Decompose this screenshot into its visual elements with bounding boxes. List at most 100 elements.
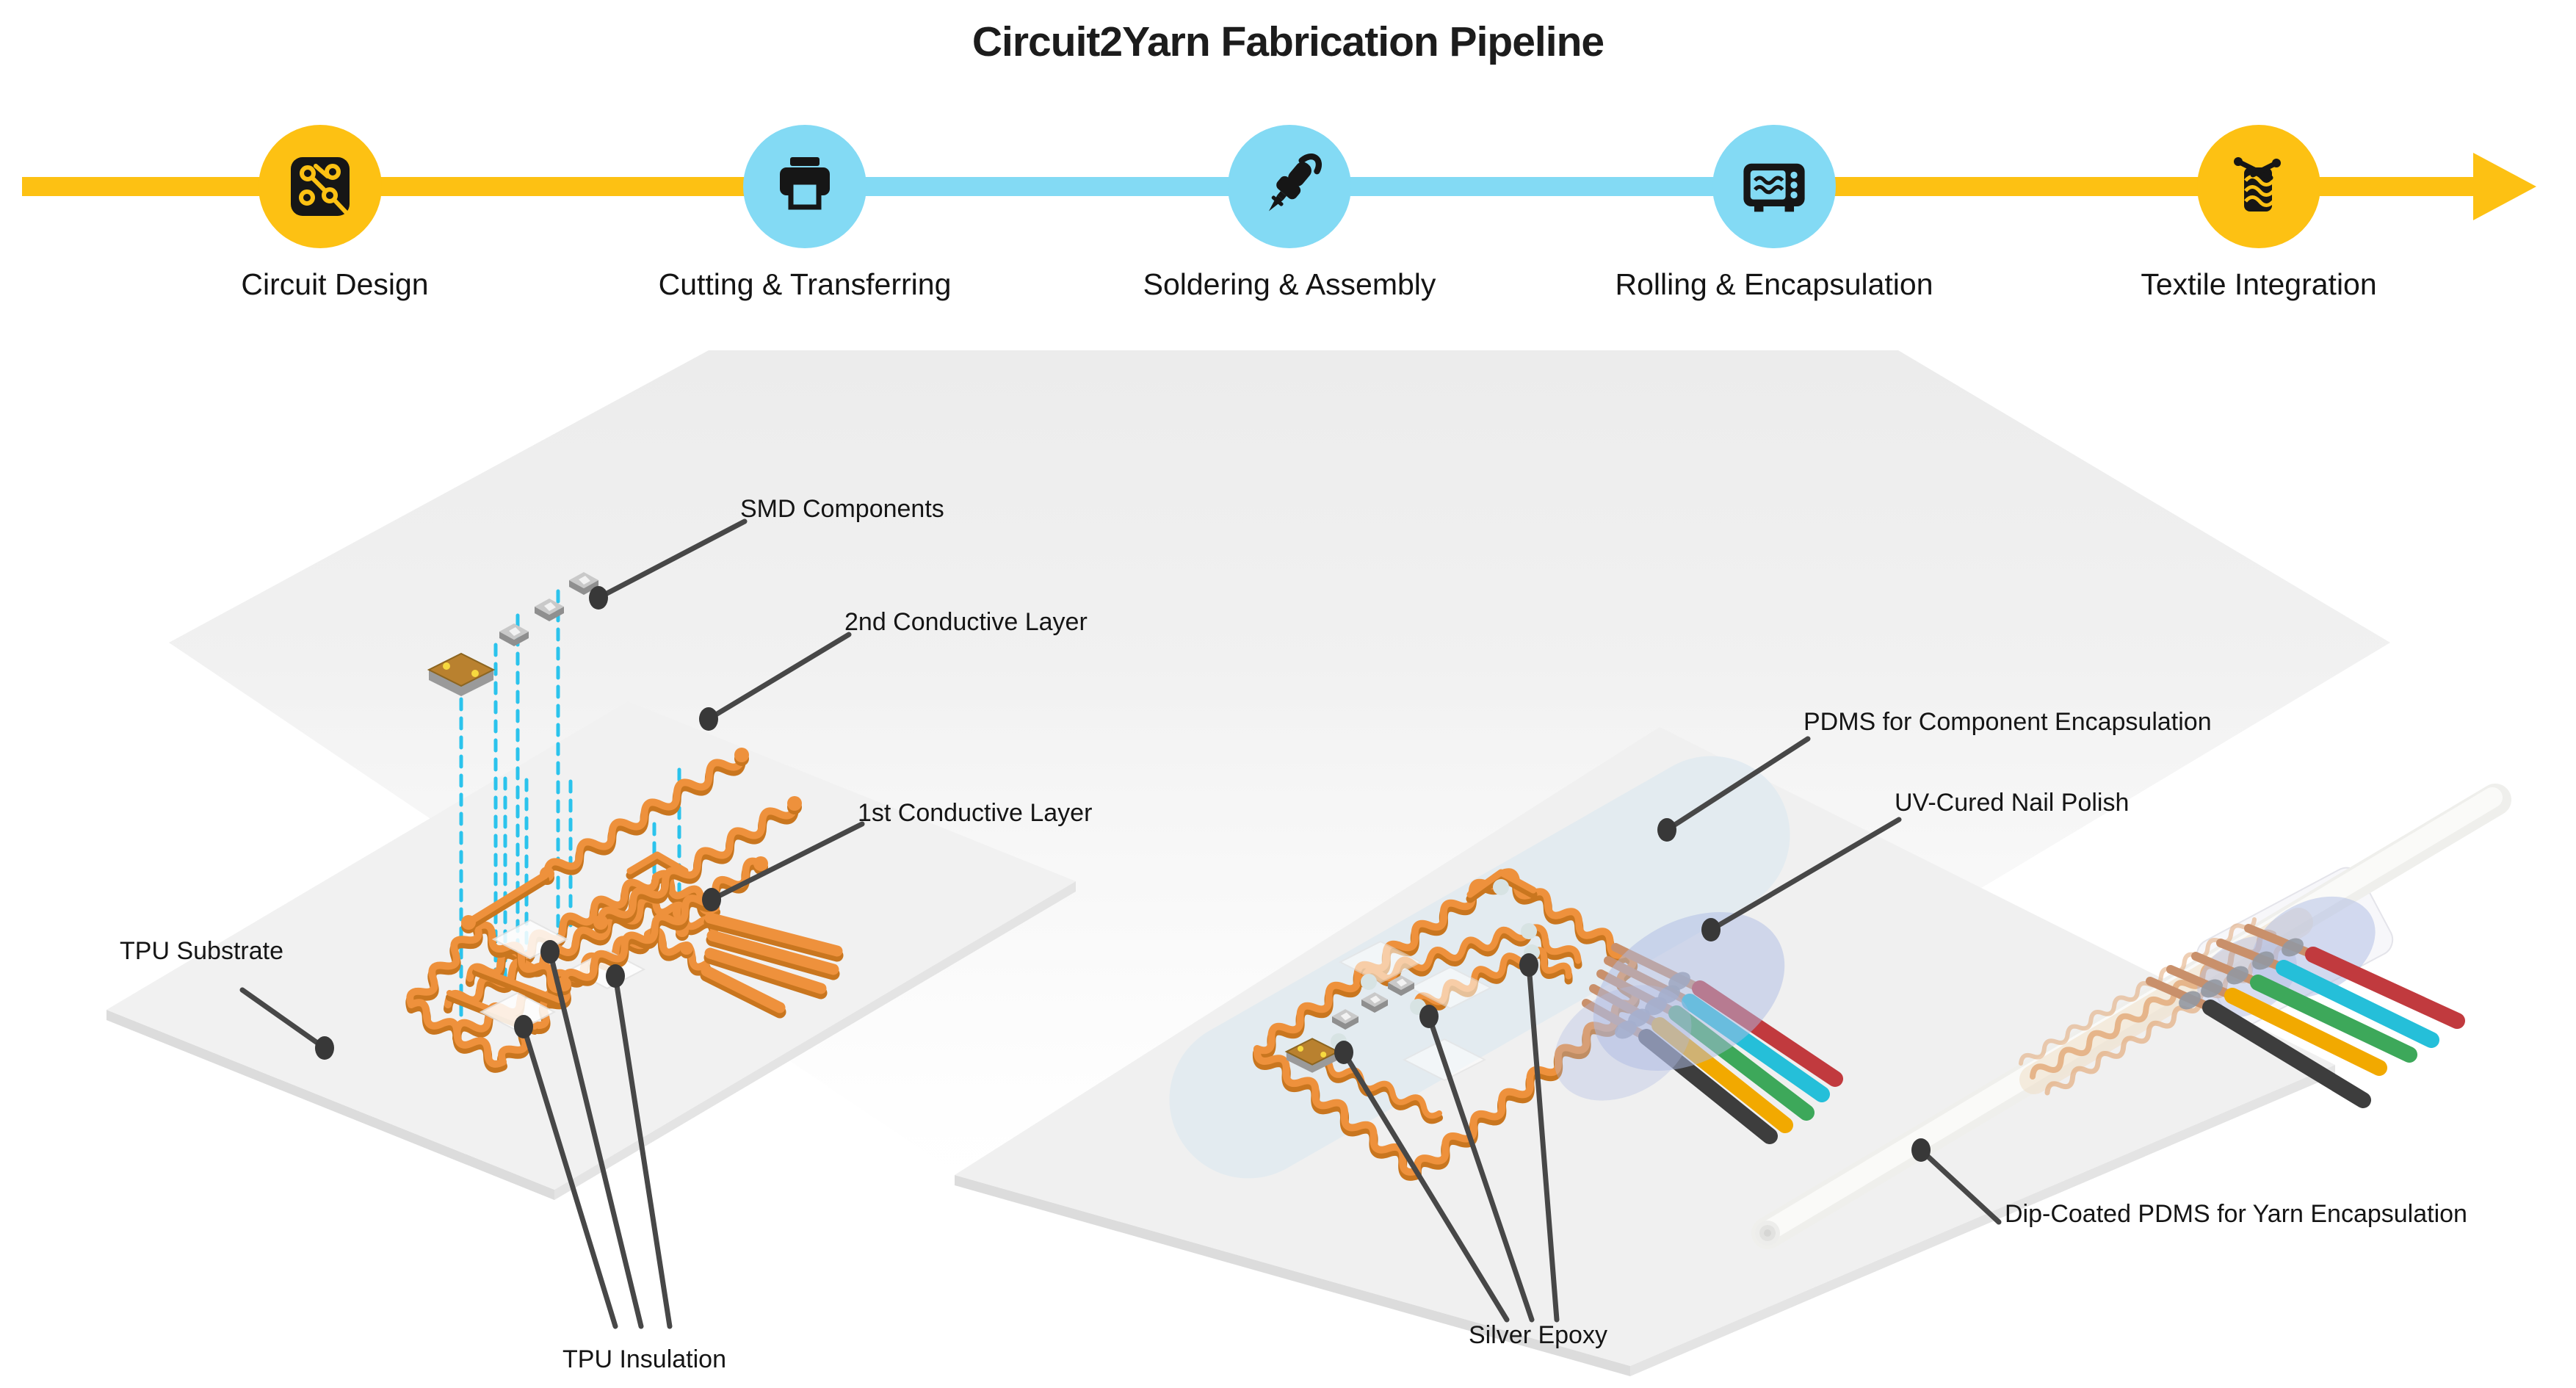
printer-icon	[780, 157, 830, 210]
yarn-tip-core	[1764, 1229, 1771, 1237]
solder-joint-dot	[1521, 923, 1537, 939]
yarn-wire-red-connector	[2282, 938, 2304, 957]
smd-chip-body	[429, 670, 493, 696]
middle-plane-edge	[955, 1175, 1630, 1376]
first-layer-apex	[626, 851, 689, 875]
middle-smd-chip-body	[1286, 1052, 1339, 1073]
label-uv-nail-polish: UV-Cured Nail Polish	[1895, 789, 2130, 817]
smd-resistor-band	[509, 627, 521, 636]
leader-silver-epoxy-dot	[1419, 1005, 1439, 1028]
tpu-insulation-pad	[479, 991, 557, 1033]
label-pdms: PDMS for Component Encapsulation	[1803, 708, 2212, 736]
step-circle-circuit-design	[258, 125, 382, 248]
trace-end-dot	[734, 748, 749, 762]
leader-2nd-layer-dot	[699, 707, 718, 731]
step-circle-cutting	[743, 125, 866, 248]
tpu-substrate-edge	[554, 881, 1076, 1200]
rolled-circuit-meander	[2044, 944, 2291, 1096]
label-tpu-insulation: TPU Insulation	[562, 1345, 726, 1373]
trace-end-dot	[593, 915, 608, 930]
nail-polish-blob	[1593, 911, 1785, 1071]
middle-plane-edge	[1630, 1065, 2335, 1376]
middle-smd-chip-pad	[1320, 1052, 1327, 1058]
leader-uv-dot	[1701, 918, 1721, 941]
leader-tpu-insulation-line	[612, 973, 673, 1329]
leader-smd-line	[596, 518, 748, 601]
label-1st-conductive: 1st Conductive Layer	[858, 799, 1093, 827]
knitting-icon	[2234, 157, 2281, 212]
leader-dip-line	[1918, 1147, 2002, 1225]
leader-1st-layer-line	[709, 821, 865, 903]
yarn-wire-black	[2202, 1000, 2371, 1108]
second-layer-link-shadow	[464, 875, 549, 931]
middle-smd-resistor-band	[1340, 1012, 1352, 1021]
cutting-mat-plane	[169, 350, 2390, 1348]
label-tpu-substrate: TPU Substrate	[120, 937, 283, 965]
yarn-wire-yellow	[2224, 988, 2387, 1076]
leader-tpu-insulation-dot	[514, 1015, 533, 1038]
step-circle-textile	[2197, 125, 2320, 248]
middle-insulation-pad	[1408, 966, 1493, 1010]
leader-uv-line	[1708, 817, 1902, 933]
middle-circuit-apex	[1466, 869, 1537, 898]
leader-2nd-layer-line	[706, 632, 852, 722]
label-dip-coated-pdms: Dip-Coated PDMS for Yarn Encapsulation	[2005, 1200, 2467, 1228]
bus-line	[704, 947, 827, 994]
middle-smd-resistor-band	[1396, 978, 1408, 987]
yarn-wire-green	[2250, 975, 2417, 1063]
label-2nd-conductive: 2nd Conductive Layer	[844, 608, 1088, 636]
solder-joint-dot	[1361, 974, 1377, 990]
yarn-wire-black-connector	[2179, 991, 2201, 1010]
label-smd-components: SMD Components	[740, 495, 944, 523]
trace-end-dot	[787, 796, 802, 811]
leader-tpu-insulation-dot	[606, 964, 625, 988]
yarn-wire-yellow-connector	[2201, 979, 2223, 998]
rolled-circuit-meander	[2030, 929, 2276, 1080]
middle-circuit-link	[1311, 1053, 1442, 1119]
soldering-iron-icon	[1268, 153, 1322, 212]
yarn-wire-cyan-connector	[2252, 951, 2274, 970]
middle-smd-chip-pad	[1298, 1046, 1303, 1052]
middle-smd-resistor-body	[1332, 1016, 1358, 1030]
page-title: Circuit2Yarn Fabrication Pipeline	[972, 18, 1604, 65]
yarn-wire-red	[2305, 947, 2465, 1029]
step-label-rolling: Rolling & Encapsulation	[1615, 267, 1933, 301]
leader-tpu-insulation-line	[547, 949, 644, 1329]
label-silver-epoxy: Silver Epoxy	[1469, 1321, 1607, 1349]
leader-tpu-insulation-dot	[540, 940, 560, 964]
leader-pdms-dot	[1657, 818, 1676, 842]
tpu-substrate-edge	[106, 1010, 554, 1200]
first-layer-loop	[406, 921, 571, 1068]
bus-line	[701, 965, 786, 1013]
oven-icon	[1743, 163, 1805, 212]
leader-silver-epoxy-dot	[1519, 953, 1538, 977]
leader-dip-dot	[1911, 1138, 1931, 1162]
solder-joint-dot	[1493, 879, 1509, 895]
smd-chip-pad	[443, 662, 450, 670]
step-label-cutting: Cutting & Transferring	[658, 267, 952, 301]
smd-resistor-band	[544, 602, 556, 611]
middle-smd-resistor-body	[1361, 1000, 1388, 1013]
step-circle-soldering	[1228, 125, 1351, 248]
middle-smd-resistor-band	[1370, 995, 1381, 1004]
first-layer-link	[473, 965, 562, 1003]
yarn-wire-red-stub	[2244, 924, 2318, 959]
circuit-board-icon	[291, 157, 350, 216]
yarn-wire-green-stub	[2191, 952, 2262, 987]
timeline-segment-1	[22, 177, 805, 196]
second-layer-meander	[597, 800, 798, 926]
leader-silver-epoxy-line	[1341, 1049, 1510, 1323]
yarn-wire-green-connector	[2226, 966, 2248, 985]
yarn-wire-cyan	[2276, 960, 2439, 1048]
timeline-arrow-icon	[2473, 153, 2536, 220]
step-label-soldering: Soldering & Assembly	[1143, 267, 1436, 301]
leader-silver-epoxy-dot	[1334, 1041, 1353, 1064]
second-layer-link	[465, 872, 549, 926]
smd-resistor-body	[569, 580, 598, 595]
smd-resistor-body	[499, 632, 529, 646]
second-layer-meander	[560, 857, 764, 988]
leader-tpu-insulation-line	[521, 1024, 618, 1329]
nail-polish-blob	[1554, 985, 1692, 1101]
middle-circuit-apex-shadow	[1466, 872, 1538, 903]
bus-line	[706, 930, 839, 975]
